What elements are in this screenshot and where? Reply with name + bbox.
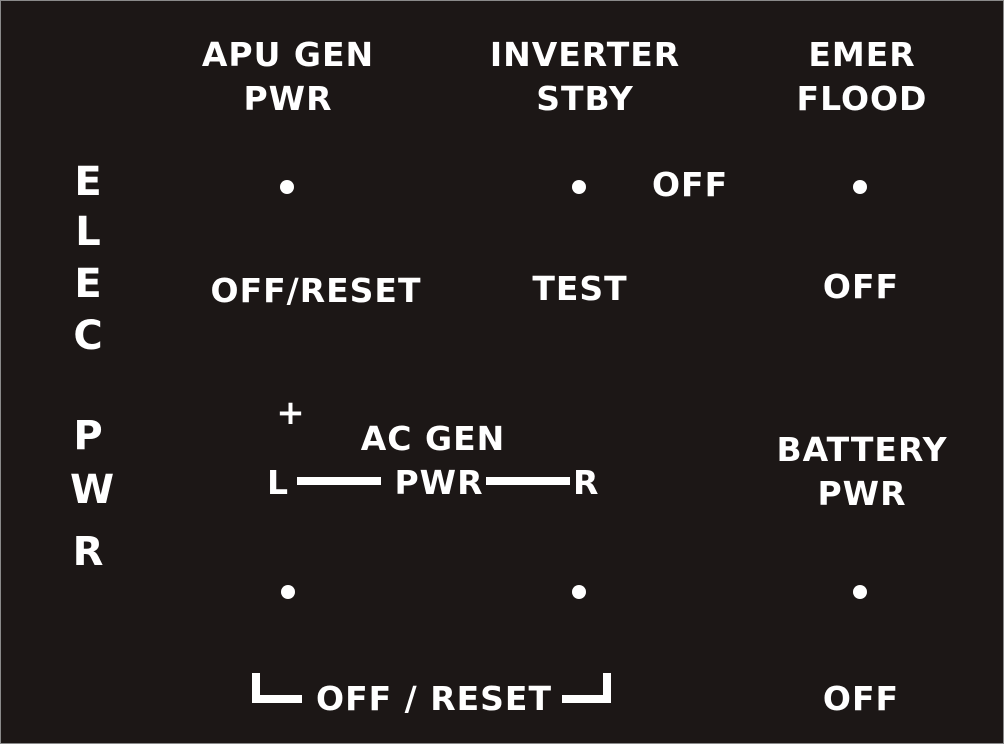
ac-gen-left-switch-hole[interactable] [281,585,295,599]
ac-gen-right-label: R [573,463,600,502]
ac-gen-right-bracket-line [486,477,570,485]
inverter-off-label: OFF [652,165,729,204]
emer-flood-off-label: OFF [822,267,900,306]
side-title-letter: W [69,467,115,513]
off-reset-left-bracket-vertical [252,673,260,703]
apu-gen-label: APU GEN [201,35,375,74]
ac-gen-label: AC GEN [360,419,506,458]
inverter-label: INVERTER [489,35,681,74]
apu-gen-switch-hole[interactable] [280,180,294,194]
side-title-letter: C [73,313,103,359]
ac-gen-left-bracket-line [297,477,381,485]
off-reset-right-bracket-horizontal [562,695,611,703]
battery-pwr-label: PWR [817,474,907,513]
side-title-letter: P [73,413,103,459]
ac-gen-right-switch-hole[interactable] [572,585,586,599]
ac-gen-left-label: L [267,463,290,502]
ac-gen-pwr-label: PWR [394,463,484,502]
emer-label: EMER [808,35,916,74]
inverter-switch-hole[interactable] [572,180,586,194]
inverter-test-label: TEST [532,269,628,308]
battery-label: BATTERY [776,430,948,469]
off-reset-left-bracket-horizontal [252,695,302,703]
emer-flood-label: FLOOD [796,79,928,118]
apu-gen-off-reset-label: OFF/RESET [210,271,422,310]
battery-off-label: OFF [822,679,900,718]
emer-flood-switch-hole[interactable] [853,180,867,194]
side-title-letter: E [74,159,102,205]
off-reset-right-bracket-vertical [603,673,611,703]
ac-gen-off-reset-label: OFF / RESET [316,679,552,718]
battery-switch-hole[interactable] [853,585,867,599]
side-title-letter: E [74,261,102,307]
side-title-letter: R [72,529,104,575]
side-title-letter: L [75,209,101,255]
inverter-stby-label: STBY [536,79,634,118]
ac-gen-plus-label: + [276,393,306,433]
apu-gen-pwr-label: PWR [243,79,333,118]
